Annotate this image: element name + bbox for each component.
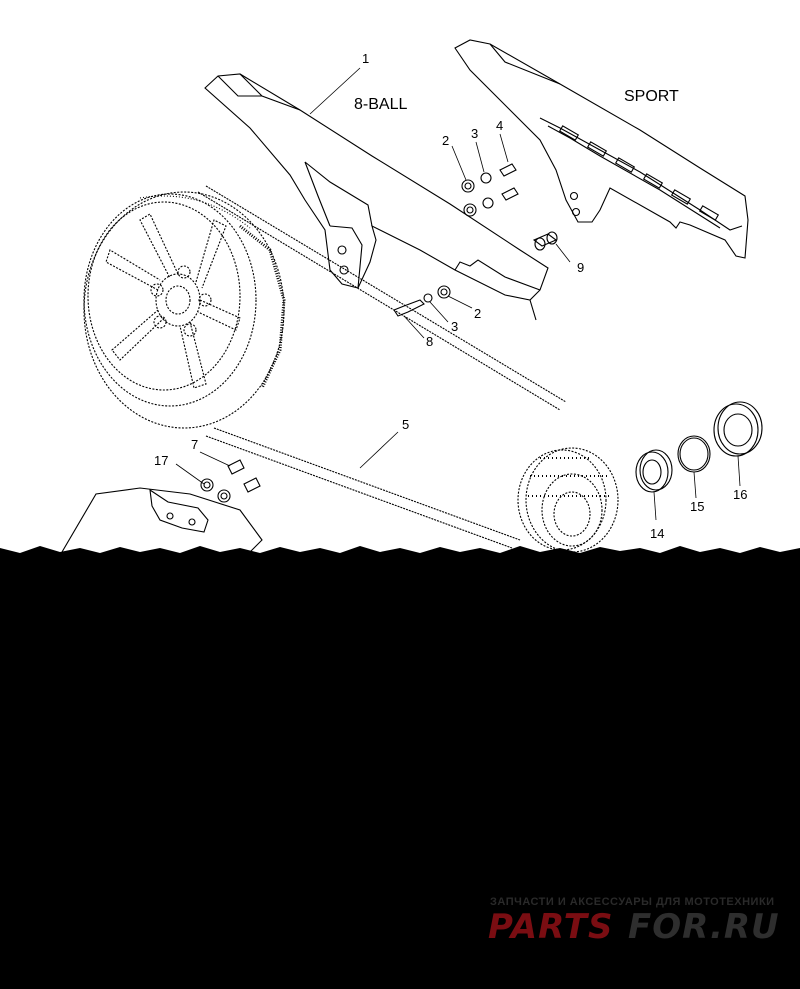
belt-guard-8ball (204, 73, 549, 321)
callout-3-lower: 3 (451, 319, 458, 334)
hardware-lower (200, 459, 261, 503)
hardware-middle (393, 285, 451, 317)
label-8ball: 8-BALL (354, 96, 407, 113)
callout-2-lower: 2 (474, 306, 481, 321)
hardware-upper (461, 163, 519, 217)
callout-4: 4 (496, 118, 503, 133)
label-sport: SPORT (624, 88, 679, 105)
callout-16: 16 (733, 487, 747, 502)
callout-15: 15 (690, 499, 704, 514)
callout-14: 14 (650, 526, 664, 541)
diagram-labels: 8-BALL SPORT 1 2 3 4 2 3 8 9 5 7 17 14 1… (154, 51, 747, 541)
callout-3-upper: 3 (471, 126, 478, 141)
callout-5: 5 (402, 417, 409, 432)
spacer-9 (532, 231, 558, 251)
site-watermark: ЗАПЧАСТИ И АКСЕССУАРЫ ДЛЯ МОТОТЕХНИКИ PA… (488, 896, 780, 947)
leader-lines (175, 67, 741, 521)
watermark-brand-right: FOR.RU (628, 907, 780, 947)
callout-1: 1 (362, 51, 369, 66)
belt-guard-sport (454, 39, 749, 259)
drive-belt (197, 185, 567, 549)
watermark-brand-left: PARTS (488, 907, 613, 947)
front-pulley (517, 447, 619, 552)
callout-8: 8 (426, 334, 433, 349)
callout-9: 9 (577, 260, 584, 275)
callout-7: 7 (191, 437, 198, 452)
mounting-bracket (61, 487, 263, 552)
callout-2-upper: 2 (442, 133, 449, 148)
diagram-paper (0, 0, 800, 553)
rear-pulley (83, 191, 286, 429)
callout-17: 17 (154, 453, 168, 468)
watermark-tagline: ЗАПЧАСТИ И АКСЕССУАРЫ ДЛЯ МОТОТЕХНИКИ (490, 896, 775, 908)
